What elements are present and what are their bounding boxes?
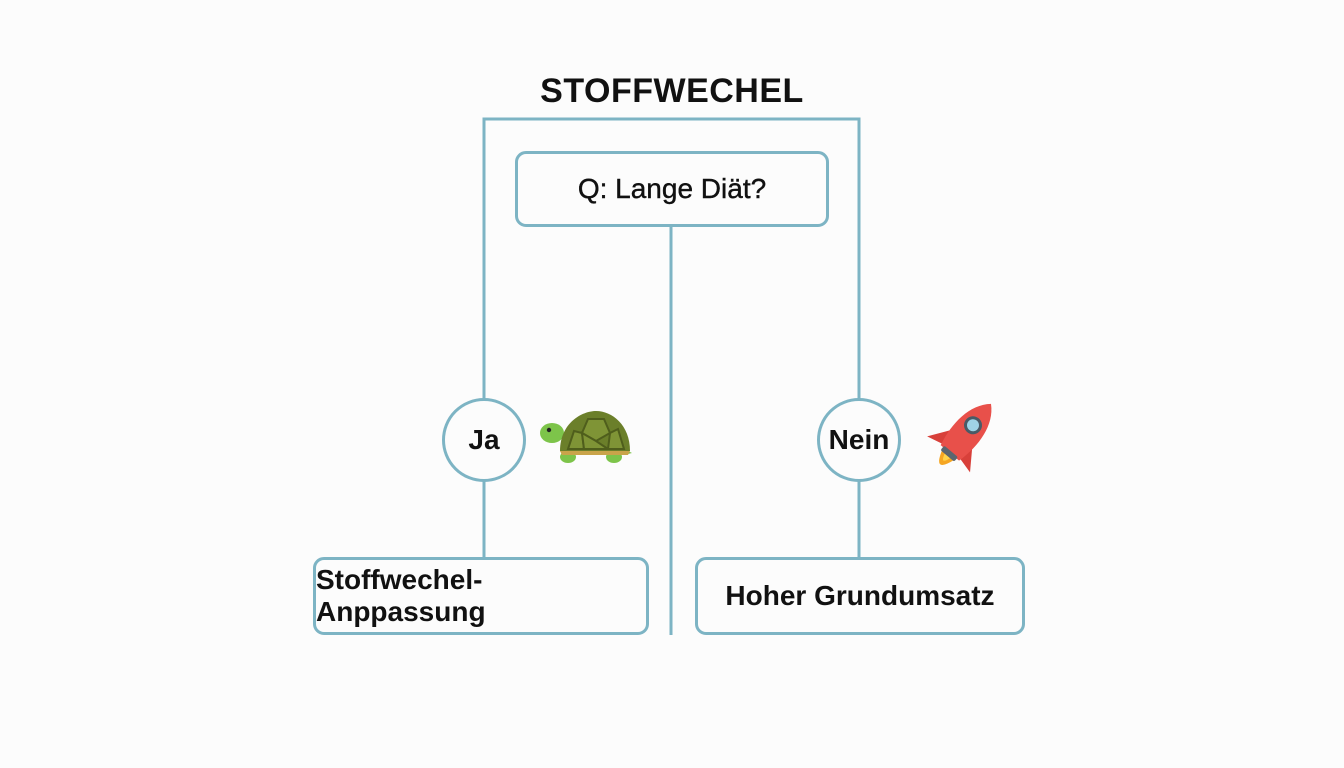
no-outcome-label: Hoher Grundumsatz: [725, 580, 995, 611]
bracket-line: [482, 117, 861, 400]
yes-outcome-box: Stoffwechel-Anppassung: [313, 557, 649, 635]
yes-branch-circle: Ja: [442, 398, 526, 482]
diagram-title: STOFFWECHEL: [540, 72, 804, 110]
no-branch-circle: Nein: [817, 398, 901, 482]
yes-branch-label: Ja: [468, 424, 500, 455]
no-branch-label: Nein: [828, 424, 890, 455]
question-label: Q: Lange Diät?: [577, 173, 767, 204]
turtle-icon: [540, 411, 632, 463]
rocket-icon: [927, 403, 992, 473]
question-box: Q: Lange Diät?: [515, 151, 829, 227]
yes-outcome-label: Stoffwechel-Anppassung: [316, 564, 486, 627]
no-outcome-box: Hoher Grundumsatz: [695, 557, 1025, 635]
